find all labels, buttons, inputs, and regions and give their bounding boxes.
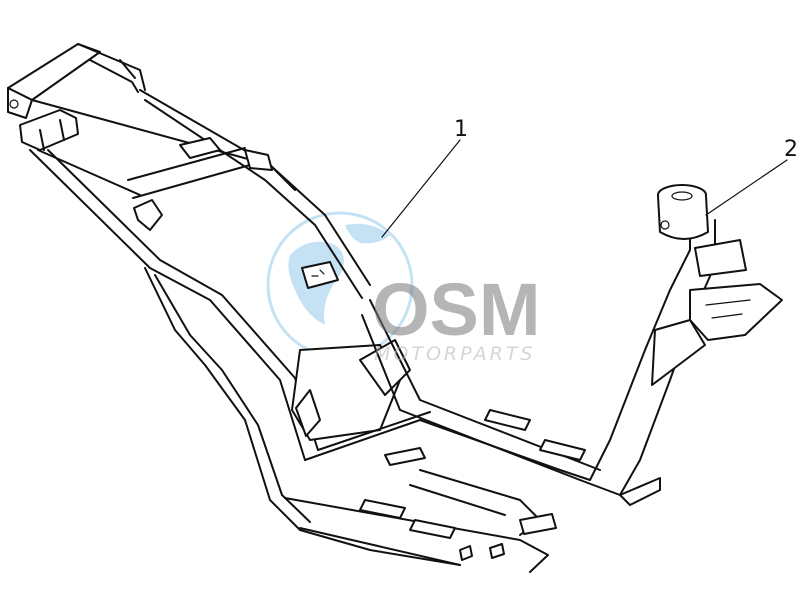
watermark-logo-text: OSM: [372, 268, 541, 351]
callout-label: 1: [454, 117, 468, 142]
frame-under-tray: [144, 267, 549, 573]
callout-leader: [381, 139, 461, 238]
callout-1: 1: [381, 117, 468, 238]
watermark-text: OSM MOTORPARTS: [372, 268, 541, 365]
callout-2: 2: [705, 137, 798, 216]
callout-leader: [705, 159, 788, 216]
watermark-subtext: MOTORPARTS: [374, 343, 536, 365]
steering-head-tube: [657, 184, 709, 240]
frame-rear-section: [7, 43, 371, 461]
frame-floor-section: [304, 299, 601, 561]
callout-label: 2: [784, 137, 798, 162]
frame-front-tube: [559, 209, 783, 506]
